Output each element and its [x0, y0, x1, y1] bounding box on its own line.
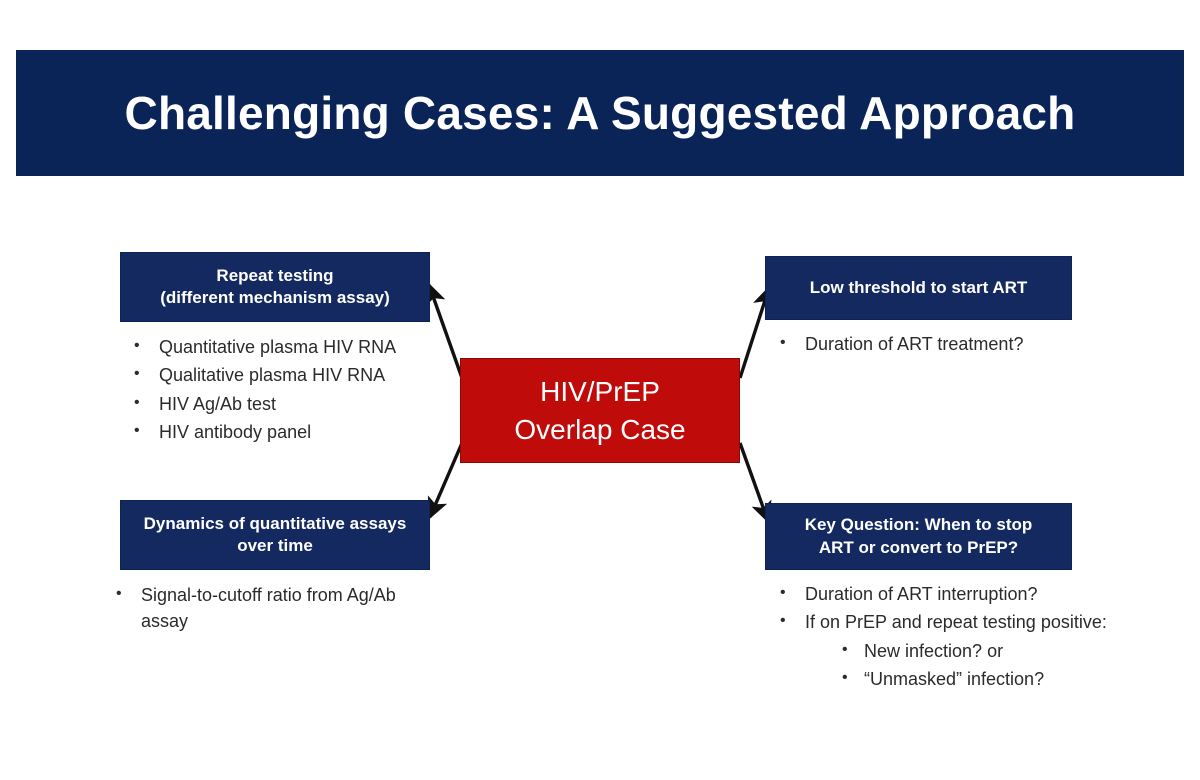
list-item-label: Qualitative plasma HIV RNA: [159, 365, 386, 386]
box-key-question[interactable]: Key Question: When to stop ART or conver…: [765, 503, 1072, 570]
bullet-list-key-question: • Duration of ART interruption? • If on …: [780, 581, 1180, 694]
list-item-label: HIV Ag/Ab test: [159, 393, 277, 414]
list-item-label: HIV antibody panel: [159, 421, 312, 442]
box-dynamics-of-assays[interactable]: Dynamics of quantitative assays over tim…: [120, 500, 430, 570]
box-low-threshold-art[interactable]: Low threshold to start ART: [765, 256, 1072, 320]
list-item: • HIV antibody panel: [134, 419, 454, 445]
bullet-icon: •: [134, 365, 140, 383]
list-item-label: Signal-to-cutoff ratio from Ag/Ab assay: [141, 585, 396, 632]
list-item-label: Duration of ART treatment?: [805, 334, 1024, 354]
box-low-threshold-label: Low threshold to start ART: [809, 277, 1028, 297]
box-key-question-line1: Key Question: When to stop: [804, 515, 1033, 535]
list-item-label: Quantitative plasma HIV RNA: [159, 337, 397, 357]
box-repeat-testing[interactable]: Repeat testing (different mechanism assa…: [120, 252, 430, 322]
bullet-icon: •: [116, 585, 122, 602]
list-item: • Quantitative plasma HIV RNA: [134, 334, 454, 360]
box-repeat-testing-line1: Repeat testing: [216, 265, 334, 285]
list-item: • Signal-to-cutoff ratio from Ag/Ab assa…: [116, 582, 416, 635]
bullet-icon: •: [780, 334, 786, 351]
list-item-label: If on PrEP and repeat testing positive:: [805, 612, 1107, 633]
box-key-question-line2: ART or convert to PrEP?: [818, 537, 1019, 557]
list-item: • HIV Ag/Ab test: [134, 391, 454, 417]
sub-list-item-label: New infection? or: [864, 640, 1004, 661]
box-dynamics-line2: over time: [237, 536, 313, 555]
bullet-icon: •: [134, 337, 140, 354]
list-item: • Duration of ART treatment?: [780, 331, 1100, 357]
list-item-label: Duration of ART interruption?: [805, 584, 1038, 604]
arrow-center-to-bottom-right: [738, 442, 772, 524]
box-repeat-testing-label: Repeat testing (different mechanism assa…: [160, 265, 390, 310]
bullet-icon: •: [134, 421, 140, 439]
bullet-list-dynamics: • Signal-to-cutoff ratio from Ag/Ab assa…: [116, 582, 416, 637]
sub-list-item: • “Unmasked” infection?: [842, 666, 1180, 692]
box-dynamics-label: Dynamics of quantitative assays over tim…: [144, 513, 407, 558]
box-repeat-testing-line2: (different mechanism assay): [160, 288, 390, 307]
bullet-icon: •: [780, 584, 786, 601]
sub-bullet-icon: •: [842, 668, 848, 686]
arrow-center-to-bottom-left: [427, 442, 464, 520]
slide-title-bar: Challenging Cases: A Suggested Approach: [16, 50, 1184, 176]
bullet-icon: •: [134, 393, 140, 411]
center-case-box[interactable]: HIV/PrEP Overlap Case: [460, 358, 740, 463]
box-dynamics-line1: Dynamics of quantitative assays: [143, 513, 407, 533]
bullet-icon: •: [780, 612, 786, 630]
list-item: • Duration of ART interruption?: [780, 581, 1180, 607]
sub-list-item-label: “Unmasked” infection?: [864, 668, 1045, 689]
bullet-list-art-duration: • Duration of ART treatment?: [780, 331, 1100, 359]
page-title: Challenging Cases: A Suggested Approach: [124, 86, 1076, 139]
bullet-list-repeat-testing: • Quantitative plasma HIV RNA • Qualitat…: [134, 334, 454, 447]
list-item: • If on PrEP and repeat testing positive…: [780, 609, 1180, 635]
box-key-question-label: Key Question: When to stop ART or conver…: [805, 514, 1033, 559]
sub-list-item: • New infection? or: [842, 638, 1180, 664]
center-case-line1: HIV/PrEP: [540, 375, 660, 407]
sub-bullet-icon: •: [842, 640, 848, 658]
center-case-line2: Overlap Case: [514, 413, 686, 445]
list-item: • Qualitative plasma HIV RNA: [134, 362, 454, 388]
